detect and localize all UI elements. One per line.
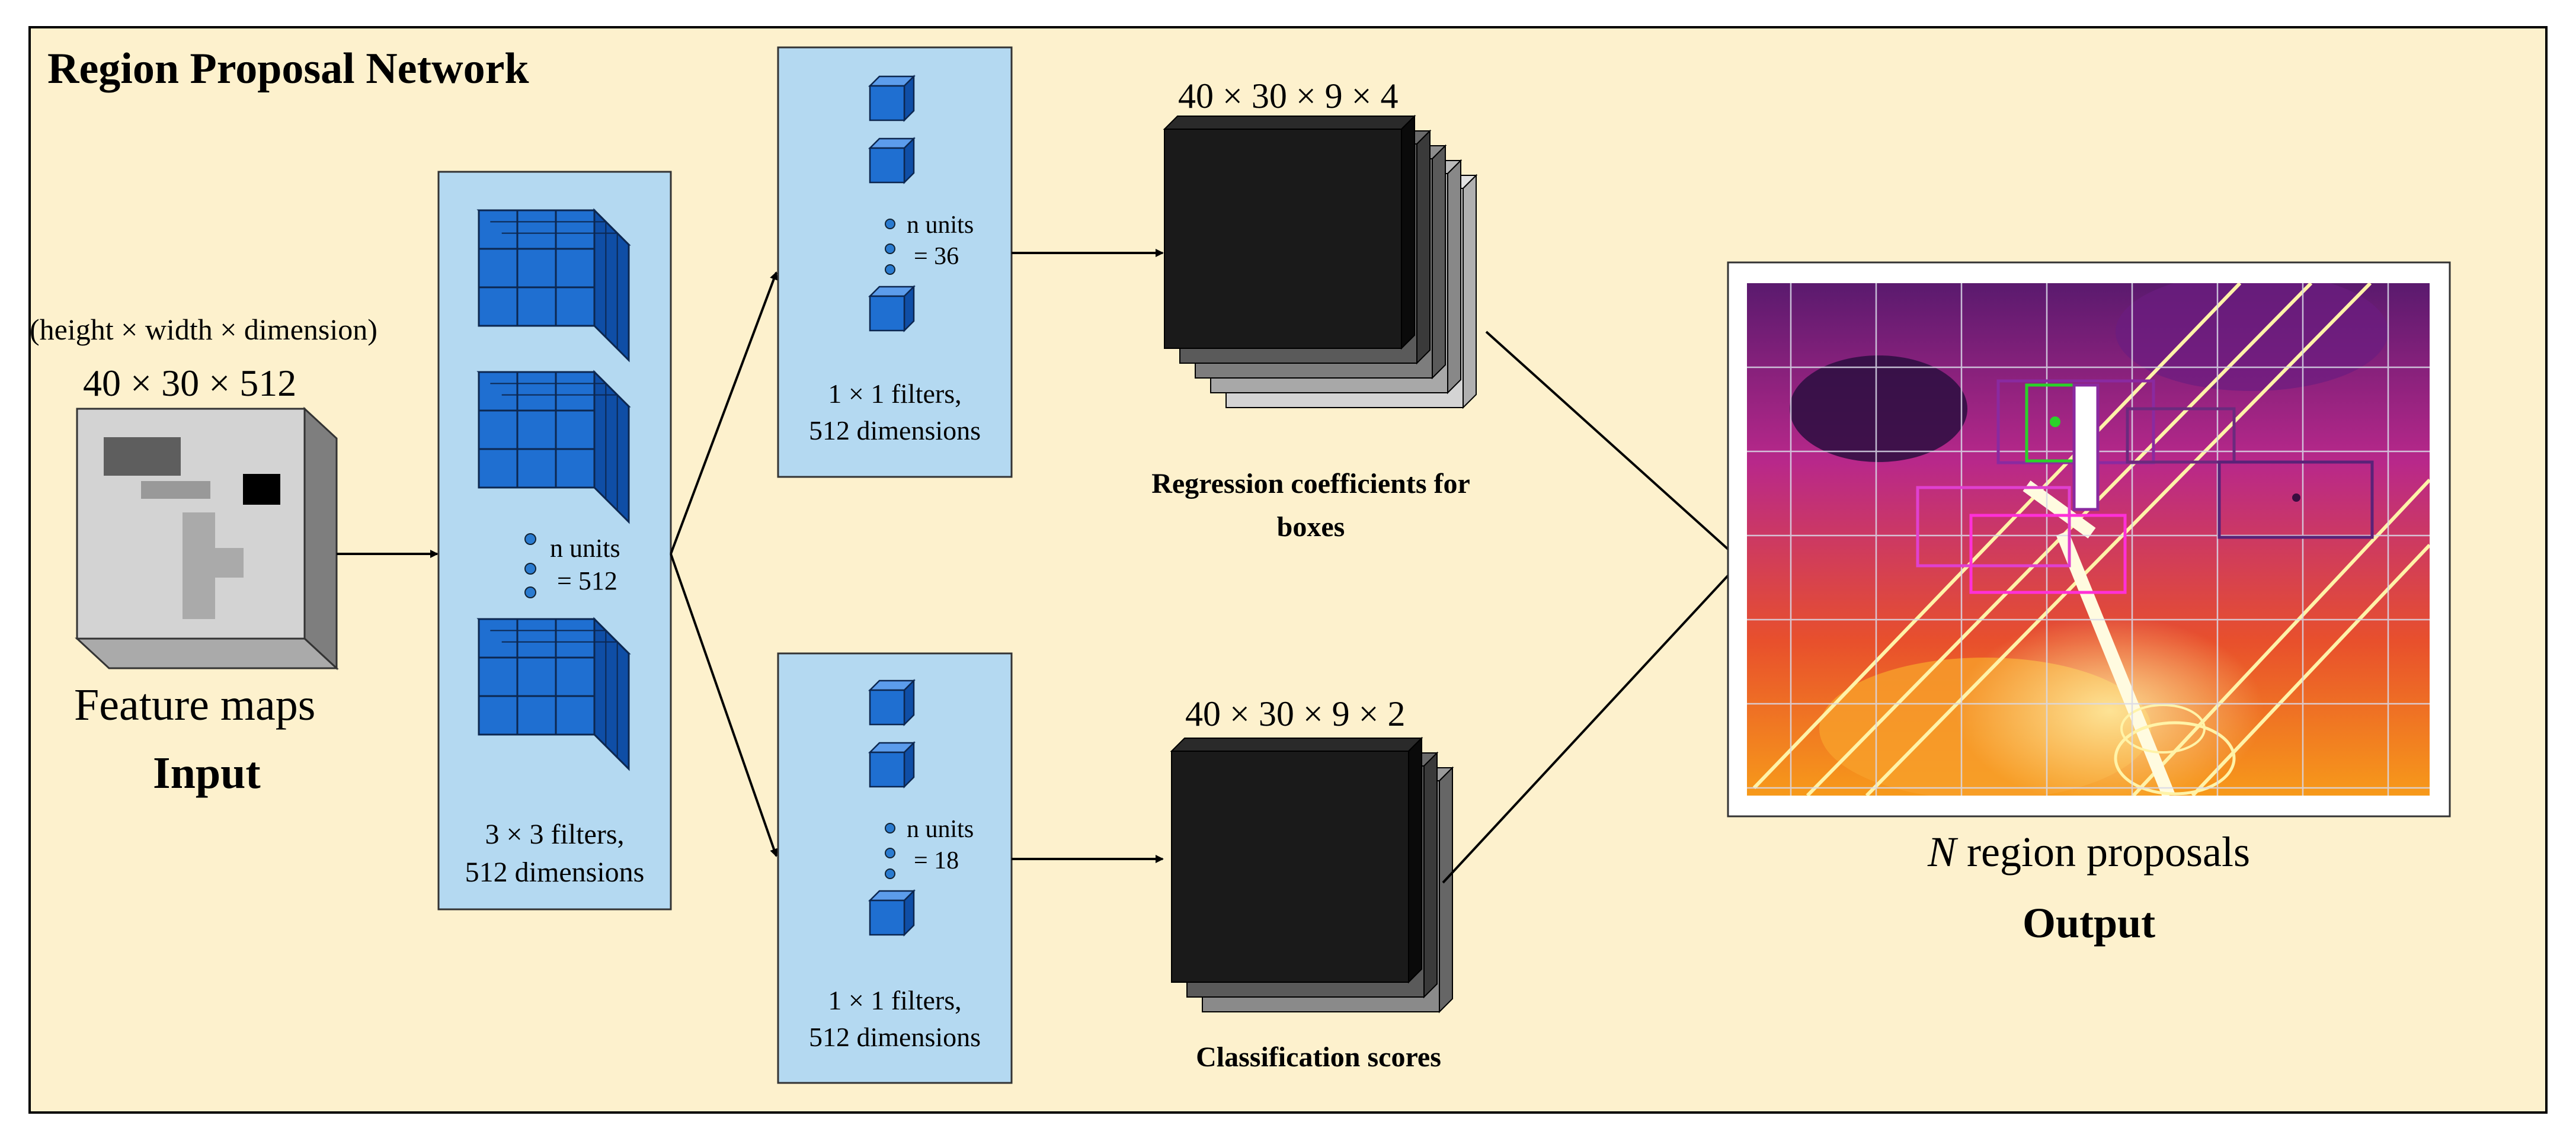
reg-output-line2: boxes (1277, 511, 1345, 543)
reg-units-line2: = 36 (914, 243, 959, 270)
cls-output-stack (1170, 736, 1454, 1014)
unit-cube (868, 889, 916, 937)
proposal-image (1747, 283, 2430, 796)
unit-cube (868, 74, 916, 123)
output-caption: N region proposals (1927, 828, 2250, 876)
output-label: Output (2023, 899, 2155, 947)
output-slab (1163, 114, 1416, 350)
cls-ellipsis-dots (885, 823, 895, 879)
cls-units-line2: = 18 (914, 847, 959, 874)
input-dims-caption: (height × width × dimension) (30, 313, 377, 346)
arrow-conv-to-reg (670, 271, 778, 554)
input-name: Feature maps (74, 680, 315, 730)
arrow-conv-to-cls (670, 553, 778, 857)
cls-cubes (868, 678, 916, 937)
arrow-reg-to-proposals (1485, 331, 1741, 561)
reg-filters-line1: 1 × 1 filters, (828, 379, 961, 409)
filter-cube (476, 208, 631, 363)
filter-cube (476, 617, 631, 771)
conv-filters-line2: 512 dimensions (465, 857, 645, 888)
unit-cube (868, 740, 916, 789)
reg-cubes (868, 74, 916, 333)
conv-ellipsis-dots (524, 533, 536, 598)
input-size: 40 × 30 × 512 (83, 362, 296, 404)
unit-cube (868, 284, 916, 333)
reg-units-line1: n units (907, 211, 974, 239)
unit-cube (868, 136, 916, 185)
cls-output-size: 40 × 30 × 9 × 2 (1185, 694, 1406, 733)
reg-output-size: 40 × 30 × 9 × 4 (1178, 76, 1399, 116)
cls-output-label: Classification scores (1196, 1041, 1441, 1073)
cls-filters-line2: 512 dimensions (809, 1022, 981, 1052)
cls-units-line1: n units (907, 816, 974, 843)
feature-map-block (75, 406, 339, 671)
input-label: Input (153, 748, 261, 798)
diagram-title: Region Proposal Network (47, 44, 529, 93)
output-n-symbol: N (1927, 828, 1959, 876)
conv-filters-line1: 3 × 3 filters, (485, 819, 624, 850)
arrow-cls-to-proposals (1442, 562, 1741, 884)
reg-output-line1: Regression coefficients for (1151, 468, 1470, 499)
filter-cube (476, 370, 631, 524)
reg-output-stack (1163, 114, 1478, 409)
output-caption-text: region proposals (1956, 828, 2250, 876)
conv-cubes (476, 208, 631, 771)
reg-ellipsis-dots (885, 219, 895, 275)
output-slab (1170, 736, 1423, 984)
cls-filters-line1: 1 × 1 filters, (828, 985, 961, 1015)
conv-units-line2: = 512 (557, 566, 617, 595)
unit-cube (868, 678, 916, 727)
conv-units-line1: n units (550, 534, 620, 563)
reg-filters-line2: 512 dimensions (809, 415, 981, 445)
